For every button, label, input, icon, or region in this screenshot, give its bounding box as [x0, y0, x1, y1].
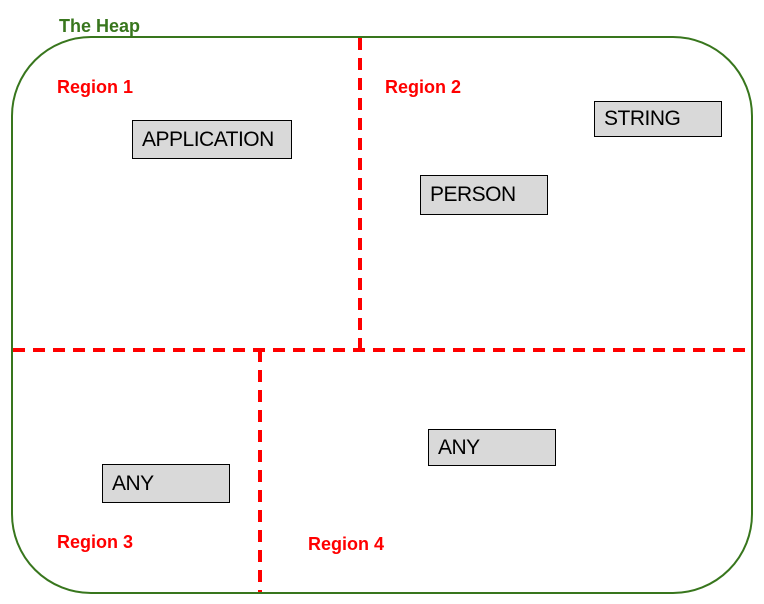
box-person: PERSON [420, 175, 548, 215]
heap-title: The Heap [59, 16, 141, 36]
box-any-region3: ANY [102, 464, 230, 503]
region-4-label: Region 4 [308, 534, 385, 554]
box-string: STRING [594, 101, 722, 137]
box-application: APPLICATION [132, 120, 292, 159]
region-1-label: Region 1 [57, 77, 134, 97]
region-2-label: Region 2 [385, 77, 462, 97]
box-any-region4: ANY [428, 429, 556, 466]
region-3-label: Region 3 [57, 532, 134, 552]
heap-outline [11, 36, 753, 594]
